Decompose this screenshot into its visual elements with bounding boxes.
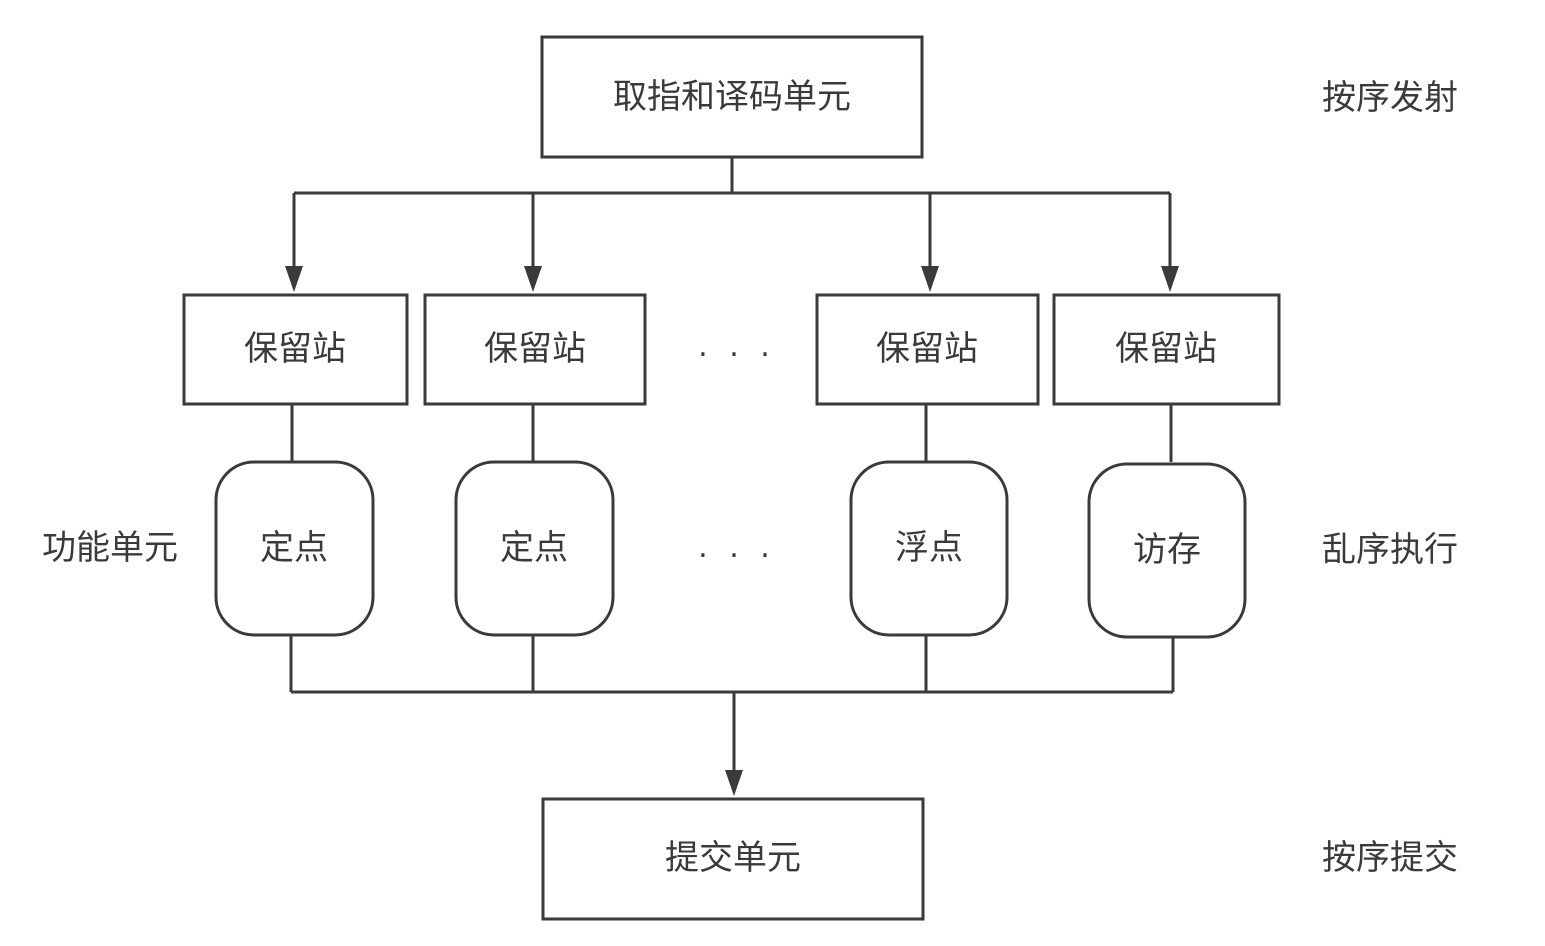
issue-connectors [285, 157, 1179, 292]
reservation-station-label: 保留站 [876, 329, 978, 369]
functional-unit-4: 访存 [1087, 462, 1247, 639]
reservation-ellipsis: · · · [698, 338, 776, 373]
reservation-station-3: 保留站 [815, 293, 1040, 406]
reservation-station-4: 保留站 [1052, 293, 1281, 406]
reservation-station-label: 保留站 [244, 329, 346, 369]
arrow-to-rs-2 [524, 266, 542, 292]
functional-unit-2: 定点 [454, 460, 615, 637]
arrow-to-commit [725, 770, 743, 796]
reservation-station-label: 保留站 [484, 329, 586, 369]
commit-stage-label: 按序提交 [1322, 838, 1458, 878]
commit-unit: 提交单元 [541, 797, 925, 921]
reservation-station-1: 保留站 [182, 293, 409, 406]
issue-stage-label: 按序发射 [1322, 78, 1458, 118]
commit-connectors [289, 635, 1175, 796]
commit-unit-label: 提交单元 [665, 838, 801, 878]
functional-unit-label: 定点 [500, 528, 568, 568]
functional-units-label: 功能单元 [42, 528, 178, 568]
functional-unit-1: 定点 [214, 460, 375, 637]
functional-unit-3: 浮点 [849, 460, 1009, 637]
functional-unit-label: 访存 [1133, 530, 1201, 570]
rs-to-fu-connectors [290, 404, 1173, 462]
reservation-station-2: 保留站 [423, 293, 647, 406]
functional-unit-label: 浮点 [895, 528, 963, 568]
functional-unit-label: 定点 [260, 528, 328, 568]
reservation-station-label: 保留站 [1115, 329, 1217, 369]
fetch-decode-label: 取指和译码单元 [613, 77, 851, 117]
execute-stage-label: 乱序执行 [1322, 530, 1458, 570]
arrow-to-rs-1 [285, 266, 303, 292]
functional-unit-ellipsis: · · · [698, 539, 776, 574]
fetch-decode-unit: 取指和译码单元 [540, 35, 924, 159]
arrow-to-rs-3 [921, 266, 939, 292]
arrow-to-rs-4 [1161, 266, 1179, 292]
